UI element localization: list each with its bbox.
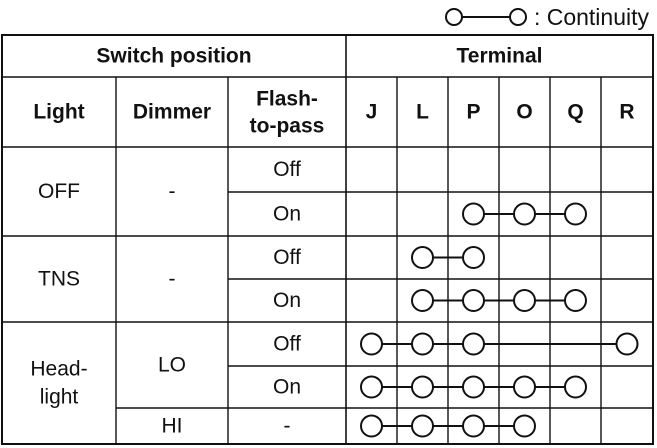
header-terminal-r: R bbox=[619, 101, 634, 124]
light-position-label: OFF bbox=[38, 180, 80, 203]
continuity-node-o bbox=[513, 375, 536, 399]
header-terminal-p: P bbox=[466, 101, 480, 124]
continuity-symbol-icon bbox=[444, 8, 527, 26]
header-terminal-j: J bbox=[366, 101, 378, 124]
light-position-label: light bbox=[40, 386, 79, 409]
continuity-node-o bbox=[513, 414, 536, 438]
flash-to-pass-label: On bbox=[273, 203, 301, 226]
continuity-node-j bbox=[360, 375, 383, 399]
continuity-node-p bbox=[462, 289, 485, 312]
continuity-legend: : Continuity bbox=[444, 3, 649, 31]
continuity-node-p bbox=[462, 246, 485, 269]
continuity-node-p bbox=[462, 202, 485, 226]
dimmer-position-label: - bbox=[169, 268, 176, 291]
flash-to-pass-label: On bbox=[273, 376, 301, 399]
continuity-node-o bbox=[513, 289, 536, 312]
continuity-node-q bbox=[564, 375, 587, 399]
header-terminal-o: O bbox=[516, 101, 532, 124]
light-position-label: TNS bbox=[38, 268, 80, 291]
flash-to-pass-label: Off bbox=[273, 333, 301, 356]
header-light: Light bbox=[33, 101, 84, 124]
continuity-node-q bbox=[564, 202, 587, 226]
continuity-node-p bbox=[462, 414, 485, 438]
header-terminal-l: L bbox=[416, 101, 429, 124]
dimmer-position-label: - bbox=[169, 180, 176, 203]
header-flash-to-pass: Flash- bbox=[256, 88, 318, 111]
flash-to-pass-label: - bbox=[284, 415, 291, 438]
continuity-node-l bbox=[411, 414, 434, 438]
dimmer-position-label: HI bbox=[162, 415, 183, 438]
continuity-node-o bbox=[513, 202, 536, 226]
header-dimmer: Dimmer bbox=[133, 101, 211, 124]
continuity-node-l bbox=[411, 332, 434, 356]
header-flash-to-pass: to-pass bbox=[250, 115, 325, 138]
flash-to-pass-label: Off bbox=[273, 246, 301, 269]
continuity-node-p bbox=[462, 375, 485, 399]
table-grid-lines bbox=[1, 34, 654, 445]
light-position-label: Head- bbox=[30, 358, 87, 381]
dimmer-position-label: LO bbox=[158, 354, 186, 377]
continuity-node-q bbox=[564, 289, 587, 312]
flash-to-pass-label: Off bbox=[273, 158, 301, 181]
header-terminal-q: Q bbox=[567, 101, 583, 124]
header-terminal: Terminal bbox=[457, 45, 543, 68]
continuity-node-l bbox=[411, 375, 434, 399]
continuity-connections bbox=[360, 202, 639, 438]
continuity-node-l bbox=[411, 246, 434, 269]
table-border bbox=[1, 34, 654, 445]
continuity-node-j bbox=[360, 414, 383, 438]
flash-to-pass-label: On bbox=[273, 289, 301, 312]
header-switch-position: Switch position bbox=[96, 45, 251, 68]
continuity-node-r bbox=[615, 332, 639, 356]
continuity-node-l bbox=[411, 289, 434, 312]
legend-label: : Continuity bbox=[533, 3, 649, 30]
continuity-node-p bbox=[462, 332, 485, 356]
continuity-node-j bbox=[360, 332, 383, 356]
